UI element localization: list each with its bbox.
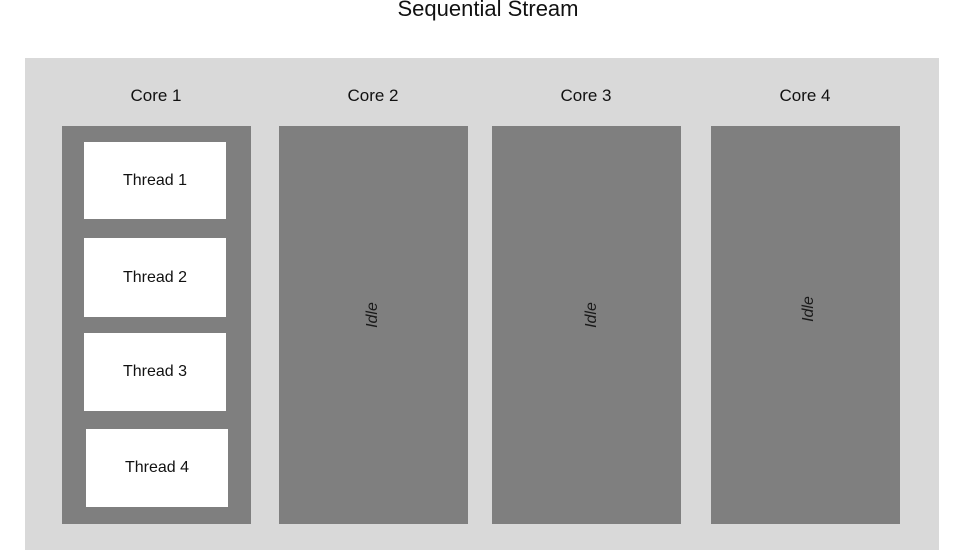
core-2-idle-label: Idle	[364, 302, 381, 328]
core-2-label: Core 2	[347, 86, 399, 105]
thread-3-box: Thread 3	[84, 333, 226, 411]
core-3-column	[492, 126, 681, 524]
diagram-title: Sequential Stream	[397, 0, 579, 21]
core-2-column	[279, 126, 468, 524]
core-4-column	[711, 126, 900, 524]
core-3-label: Core 3	[560, 86, 612, 105]
thread-1-box: Thread 1	[84, 142, 226, 219]
core-4-label: Core 4	[779, 86, 831, 105]
thread-4-box: Thread 4	[86, 429, 228, 507]
core-3-idle-label: Idle	[583, 302, 600, 328]
core-1-label: Core 1	[130, 86, 182, 105]
thread-2-box: Thread 2	[84, 238, 226, 317]
core-4-idle-label: Idle	[800, 296, 817, 322]
